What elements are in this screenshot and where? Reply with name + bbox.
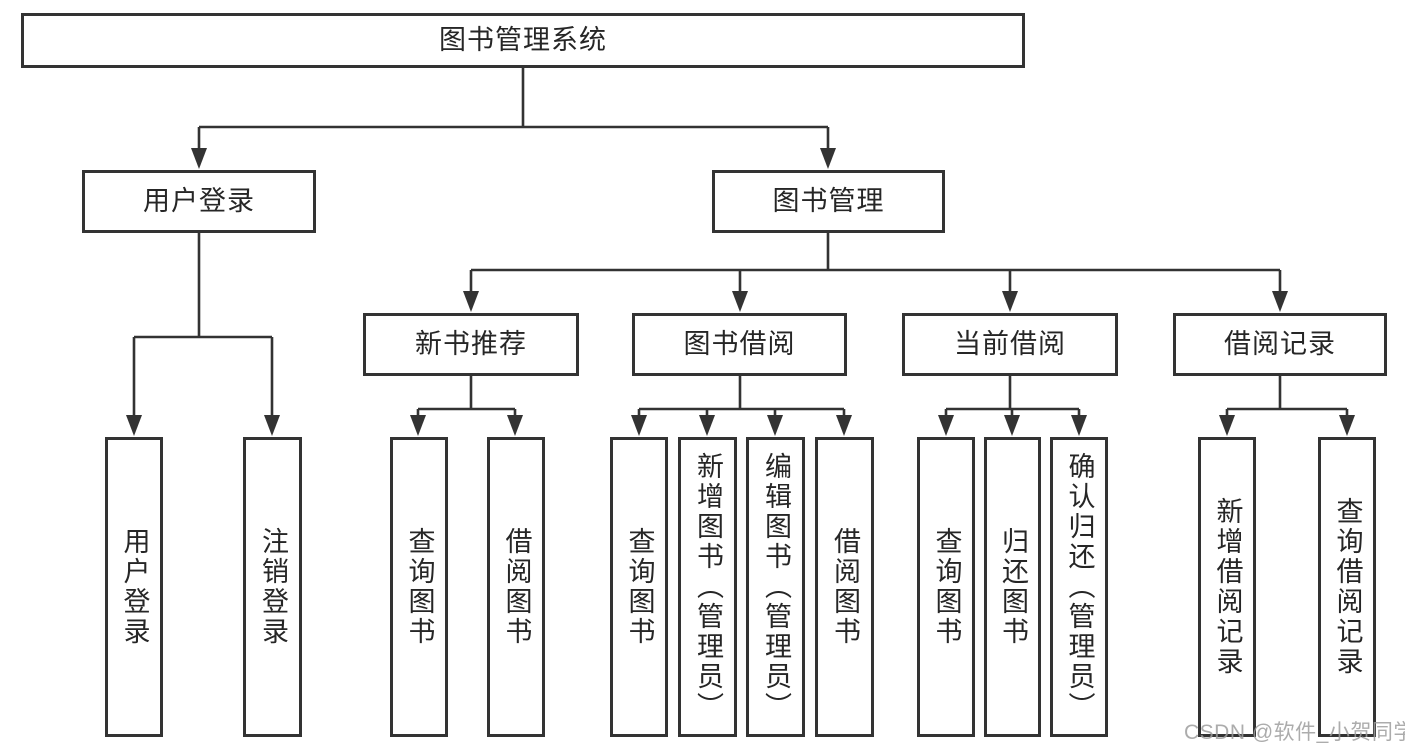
leaf-user-login: 用户登录	[105, 437, 163, 737]
leaf-query-books-recommend: 查询图书	[390, 437, 448, 737]
node-root-system-label: 图书管理系统	[439, 25, 607, 55]
leaf-query-books-borrowing-label: 查询图书	[624, 527, 655, 647]
leaf-borrow-books-recommend-label: 借阅图书	[501, 527, 532, 647]
node-new-book-recommend-label: 新书推荐	[415, 329, 527, 359]
leaf-add-borrow-record-label: 新增借阅记录	[1212, 497, 1243, 677]
leaf-query-books-current: 查询图书	[917, 437, 975, 737]
leaf-query-borrow-record-label: 查询借阅记录	[1332, 497, 1363, 677]
leaf-borrow-books-recommend: 借阅图书	[487, 437, 545, 737]
node-current-borrowing: 当前借阅	[902, 313, 1118, 376]
leaf-add-books-admin: 新增图书（管理员）	[678, 437, 737, 737]
arrowheads	[126, 148, 1355, 436]
leaf-edit-books-admin: 编辑图书（管理员）	[746, 437, 805, 737]
node-book-borrowing: 图书借阅	[632, 313, 847, 376]
node-root-system: 图书管理系统	[21, 13, 1025, 68]
leaf-query-books-borrowing: 查询图书	[610, 437, 668, 737]
node-user-login: 用户登录	[82, 170, 316, 233]
leaf-return-books-label: 归还图书	[998, 527, 1028, 647]
watermark: CSDN @软件_小贺同学	[1184, 721, 1405, 744]
leaf-borrow-books-borrowing-label: 借阅图书	[830, 527, 860, 647]
node-book-management: 图书管理	[712, 170, 945, 233]
leaf-edit-books-admin-label: 编辑图书（管理员）	[761, 452, 791, 722]
node-book-management-label: 图书管理	[772, 186, 885, 216]
leaf-confirm-return-admin-label: 确认归还（管理员）	[1064, 452, 1095, 722]
leaf-confirm-return-admin: 确认归还（管理员）	[1050, 437, 1108, 737]
node-borrowing-records-label: 借阅记录	[1224, 329, 1336, 359]
leaf-return-books: 归还图书	[984, 437, 1041, 737]
leaf-query-borrow-record: 查询借阅记录	[1318, 437, 1376, 737]
leaf-query-books-current-label: 查询图书	[931, 527, 962, 647]
leaf-query-books-recommend-label: 查询图书	[404, 527, 435, 647]
node-new-book-recommend: 新书推荐	[363, 313, 579, 376]
node-borrowing-records: 借阅记录	[1173, 313, 1387, 376]
node-book-borrowing-label: 图书借阅	[683, 329, 796, 359]
node-user-login-label: 用户登录	[143, 186, 255, 216]
leaf-add-borrow-record: 新增借阅记录	[1198, 437, 1256, 737]
leaf-user-login-label: 用户登录	[119, 527, 150, 647]
node-current-borrowing-label: 当前借阅	[954, 329, 1066, 359]
leaf-add-books-admin-label: 新增图书（管理员）	[693, 452, 723, 722]
leaf-borrow-books-borrowing: 借阅图书	[815, 437, 874, 737]
leaf-logout: 注销登录	[243, 437, 302, 737]
leaf-logout-label: 注销登录	[258, 527, 288, 647]
